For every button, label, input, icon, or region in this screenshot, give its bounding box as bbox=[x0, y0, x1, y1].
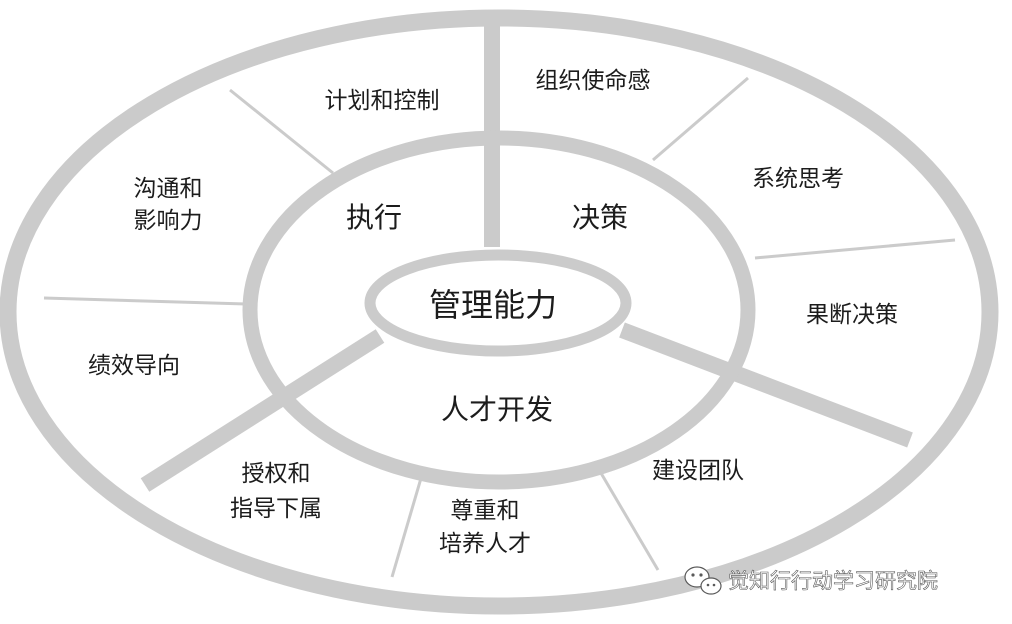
inner-ring bbox=[364, 249, 632, 357]
center-label: 管理能力 bbox=[429, 286, 557, 324]
divider-talent-decision bbox=[619, 322, 913, 448]
divider-mission-systems bbox=[652, 76, 749, 162]
divider-delegation-respect bbox=[390, 467, 426, 578]
competency-communication-line2: 影响力 bbox=[134, 208, 203, 234]
middle-ring bbox=[242, 130, 756, 490]
competency-performance: 绩效导向 bbox=[88, 353, 180, 379]
competency-delegation-line1: 授权和 bbox=[242, 461, 311, 487]
divider-communication-performance bbox=[43, 296, 247, 306]
outer-ring bbox=[0, 9, 999, 615]
competency-organizational-mission: 组织使命感 bbox=[536, 68, 651, 94]
competency-communication-line1: 沟通和 bbox=[134, 176, 203, 202]
wechat-icon bbox=[684, 566, 722, 595]
competency-team-building: 建设团队 bbox=[652, 458, 744, 484]
divider-execution-talent bbox=[140, 329, 385, 492]
divider-planning-communication bbox=[229, 88, 334, 175]
competency-respect-line1: 尊重和 bbox=[451, 498, 520, 524]
competency-decisive-decision: 果断决策 bbox=[806, 302, 898, 328]
watermark: 觉知行行动学习研究院 bbox=[684, 566, 938, 595]
competency-planning-control: 计划和控制 bbox=[325, 88, 440, 114]
competency-systems-thinking: 系统思考 bbox=[752, 166, 844, 192]
divider-respect-team bbox=[596, 467, 660, 571]
divider-systems-decisive bbox=[754, 238, 956, 260]
category-execution: 执行 bbox=[346, 201, 402, 234]
category-talent: 人才开发 bbox=[441, 393, 553, 426]
competency-respect-line2: 培养人才 bbox=[439, 531, 531, 557]
competency-delegation-line2: 指导下属 bbox=[230, 496, 322, 522]
watermark-text: 觉知行行动学习研究院 bbox=[728, 569, 938, 593]
category-decision: 决策 bbox=[572, 201, 628, 234]
